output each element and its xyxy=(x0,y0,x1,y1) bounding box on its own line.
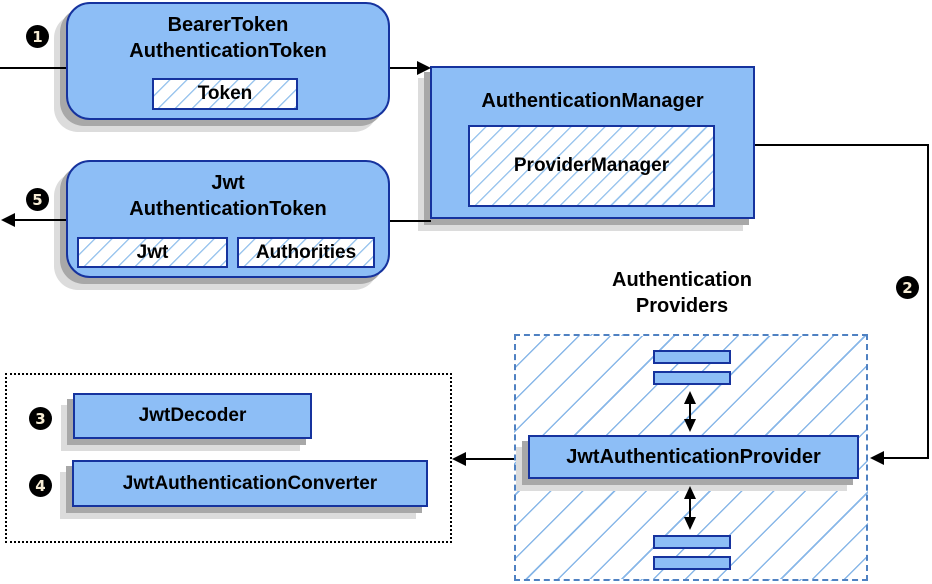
step-2-badge: 2 xyxy=(896,276,919,299)
jwt-resolver-container: JwtDecoder JwtAuthenticationConverter xyxy=(5,373,452,543)
manager-to-provider-arrowhead-icon xyxy=(870,451,884,465)
jwt-token-title-line1: Jwt xyxy=(211,172,245,194)
provider-slot-bar-bottom-1 xyxy=(653,535,731,549)
jwt-decoder-node: JwtDecoder xyxy=(73,393,312,439)
authentication-manager-title: AuthenticationManager xyxy=(481,90,704,112)
jwt-authentication-provider-node: JwtAuthenticationProvider xyxy=(528,435,859,479)
authorities-chip: Authorities xyxy=(237,237,375,268)
bearer-to-manager-arrowhead-icon xyxy=(417,61,431,75)
jwt-chip: Jwt xyxy=(77,237,228,268)
bearer-token-title-line1: BearerToken xyxy=(167,14,289,36)
token-chip: Token xyxy=(152,78,298,110)
bearer-token-authentication-token-node: BearerToken AuthenticationToken Token xyxy=(66,2,390,120)
provider-slot-bar-top-1 xyxy=(653,350,731,364)
authentication-providers-label-line1: Authentication xyxy=(612,269,752,291)
provider-slot-bar-top-2 xyxy=(653,371,731,385)
authentication-manager-node: AuthenticationManager ProviderManager xyxy=(430,66,755,219)
jwt-authentication-token-node: Jwt AuthenticationToken Jwt Authorities xyxy=(66,160,390,278)
jwt-token-title-line2: AuthenticationToken xyxy=(129,198,327,220)
bearer-token-title: BearerToken AuthenticationToken xyxy=(68,4,388,64)
authentication-providers-label-line2: Providers xyxy=(635,295,729,317)
authentication-providers-label: Authentication Providers xyxy=(582,267,782,319)
provider-to-decoder-arrowhead-icon xyxy=(452,452,466,466)
step-5-badge: 5 xyxy=(26,188,49,211)
jwt-token-title: Jwt AuthenticationToken xyxy=(68,162,388,222)
outgoing-result-arrowhead-icon xyxy=(1,213,15,227)
step-1-badge: 1 xyxy=(26,25,49,48)
bearer-token-title-line2: AuthenticationToken xyxy=(129,40,327,62)
provider-slot-bar-bottom-2 xyxy=(653,556,731,570)
jwt-authentication-converter-node: JwtAuthenticationConverter xyxy=(72,460,428,507)
provider-manager-chip: ProviderManager xyxy=(468,125,715,207)
step-4-badge: 4 xyxy=(29,474,52,497)
step-3-badge: 3 xyxy=(29,407,52,430)
